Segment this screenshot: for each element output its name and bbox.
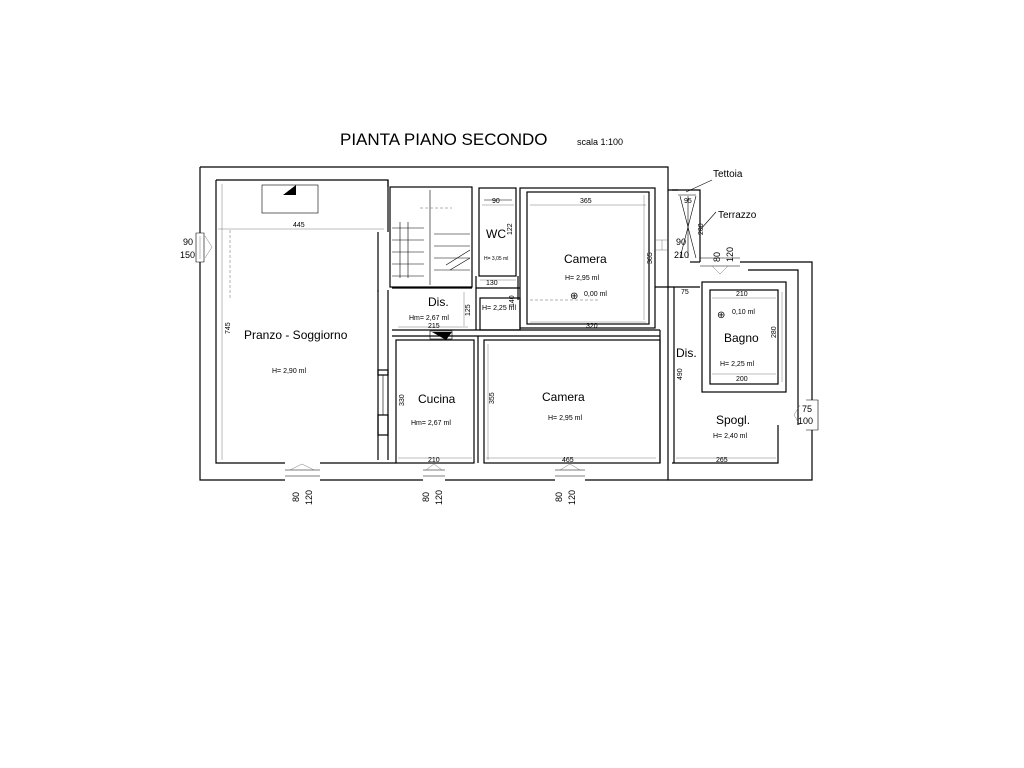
dim-280: 280 bbox=[771, 326, 778, 338]
dim-490: 490 bbox=[677, 368, 684, 380]
level-marker-icon: ⊕ bbox=[570, 291, 578, 302]
label-tettoia: Tettoia bbox=[713, 169, 743, 180]
room-name-spogl: Spogl. bbox=[716, 413, 750, 427]
room-height-wc: H= 3,05 ml bbox=[484, 256, 508, 262]
dim-465: 465 bbox=[562, 457, 574, 464]
room-height-dis1: Hm= 2,67 ml bbox=[409, 315, 449, 322]
room-height-cucina: Hm= 2,67 ml bbox=[411, 420, 451, 427]
room-name-bagno: Bagno bbox=[724, 331, 759, 345]
plan-title: PIANTA PIANO SECONDO bbox=[340, 130, 548, 149]
room-name-wc: WC bbox=[486, 227, 506, 241]
opening-left-a: 90 bbox=[183, 237, 193, 247]
plan-scale: scala 1:100 bbox=[577, 137, 623, 147]
room-name-camera1: Camera bbox=[564, 252, 607, 266]
opening-spogl-a: 75 bbox=[802, 404, 812, 414]
dim-200-bagno: 200 bbox=[736, 376, 748, 383]
opening-bottom2-a: 80 bbox=[421, 492, 431, 502]
dim-210-bagno: 210 bbox=[736, 291, 748, 298]
dim-200-terrace: 200 bbox=[698, 223, 705, 235]
dim-215: 215 bbox=[428, 323, 440, 330]
room-height-pranzo: H= 2,90 ml bbox=[272, 368, 306, 375]
dim-210-cucina: 210 bbox=[428, 457, 440, 464]
opening-labels: 90 150 90 210 80 120 75 100 80 120 80 12… bbox=[180, 237, 813, 505]
dim-365-side: 365 bbox=[647, 252, 654, 264]
room-height-dis-small: H= 2,25 ml bbox=[482, 305, 516, 312]
openings bbox=[195, 230, 819, 477]
dim-122: 122 bbox=[507, 223, 514, 235]
opening-bottom3-a: 80 bbox=[554, 492, 564, 502]
dim-330: 330 bbox=[399, 394, 406, 406]
flue-symbols bbox=[261, 184, 453, 340]
room-height-bagno: H= 2,25 ml bbox=[720, 361, 754, 368]
opening-bottom3-b: 120 bbox=[567, 490, 577, 505]
dim-140: 140 bbox=[509, 295, 516, 307]
level-marker-icon: ⊕ bbox=[717, 310, 725, 321]
dim-320: 320 bbox=[586, 323, 598, 330]
room-height-camera1: H= 2,95 ml bbox=[565, 275, 599, 282]
room-level-camera1: 0,00 ml bbox=[584, 291, 607, 298]
room-name-dis2: Dis. bbox=[676, 346, 697, 360]
dim-365-top: 365 bbox=[580, 198, 592, 205]
dim-95: 95 bbox=[684, 198, 692, 205]
opening-bottom2-b: 120 bbox=[434, 490, 444, 505]
room-labels: Pranzo - Soggiorno H= 2,90 ml WC H= 3,05… bbox=[244, 169, 759, 440]
room-level-bagno: 0,10 ml bbox=[732, 309, 755, 316]
dim-745: 745 bbox=[225, 322, 232, 334]
dim-125: 125 bbox=[465, 304, 472, 316]
label-terrazzo: Terrazzo bbox=[718, 210, 757, 221]
dimension-lines: 445 745 90 122 365 95 200 365 130 140 12… bbox=[218, 184, 783, 464]
opening-bagno-a: 80 bbox=[712, 252, 722, 262]
interior-walls bbox=[377, 186, 787, 464]
room-name-dis1: Dis. bbox=[428, 295, 449, 309]
opening-camera-a: 90 bbox=[676, 237, 686, 247]
dim-265: 265 bbox=[716, 457, 728, 464]
opening-left-b: 150 bbox=[180, 250, 195, 260]
dim-130: 130 bbox=[486, 280, 498, 287]
room-height-spogl: H= 2,40 ml bbox=[713, 433, 747, 440]
room-name-cucina: Cucina bbox=[418, 392, 456, 406]
opening-bagno-b: 120 bbox=[725, 247, 735, 262]
dim-90: 90 bbox=[492, 198, 500, 205]
opening-spogl-b: 100 bbox=[798, 416, 813, 426]
opening-bottom1-a: 80 bbox=[291, 492, 301, 502]
room-name-camera2: Camera bbox=[542, 390, 585, 404]
opening-camera-b: 210 bbox=[674, 250, 689, 260]
dim-355: 355 bbox=[489, 392, 496, 404]
dim-75: 75 bbox=[681, 289, 689, 296]
room-name-pranzo: Pranzo - Soggiorno bbox=[244, 328, 348, 342]
dim-445: 445 bbox=[293, 222, 305, 229]
room-height-camera2: H= 2,95 ml bbox=[548, 415, 582, 422]
opening-bottom1-b: 120 bbox=[304, 490, 314, 505]
